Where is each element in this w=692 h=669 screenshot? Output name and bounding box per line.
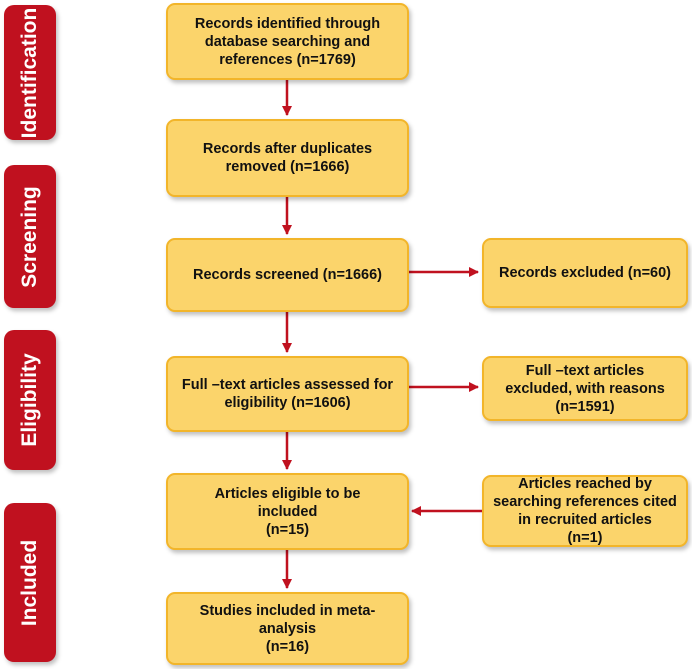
box-text-line: (n=1) (567, 530, 603, 546)
box-text-line: database searching and (204, 33, 371, 50)
box-text-line: Full –text articles (525, 362, 645, 379)
box-text-line: Full –text articles assessed for (181, 377, 394, 393)
box-text-line: (n=16) (265, 638, 310, 655)
box-articles-eligible: Articles eligible to be included (n=15) (166, 473, 409, 550)
box-records-excluded: Records excluded (n=60) (482, 238, 688, 308)
box-text-line: Records after duplicates (202, 141, 373, 157)
stage-eligibility: Eligibility (4, 330, 56, 470)
box-text-line: eligibility (n=1606) (224, 395, 351, 411)
box-text-line: Records identified through (194, 15, 381, 32)
box-text-line: (n=15) (265, 521, 310, 538)
box-fulltext-excluded: Full –text articles excluded, with reaso… (482, 356, 688, 421)
stage-screening: Screening (4, 165, 56, 308)
box-text-line: included (257, 503, 318, 520)
box-text-line: Records screened (n=1666) (193, 267, 382, 283)
box-text-line: Records excluded (n=60) (498, 265, 672, 281)
box-after-duplicates: Records after duplicates removed (n=1666… (166, 119, 409, 197)
box-text-line: in recruited articles (518, 512, 652, 528)
box-text-line: Studies included in meta- (199, 602, 376, 619)
box-text-line: analysis (258, 620, 317, 637)
box-text-line: excluded, with reasons (505, 380, 665, 397)
box-text-line: (n=1591) (555, 398, 615, 415)
box-records-identified: Records identified through database sear… (166, 3, 409, 80)
box-text-line: Articles eligible to be (214, 485, 361, 502)
stage-identification: Identification (4, 5, 56, 140)
box-reached-by-references: Articles reached by searching references… (482, 475, 688, 547)
box-records-screened: Records screened (n=1666) (166, 238, 409, 312)
box-studies-included: Studies included in meta- analysis (n=16… (166, 592, 409, 665)
box-text-line: references (n=1769) (219, 51, 356, 68)
box-text-line: searching references cited (493, 494, 677, 510)
box-text-line: removed (n=1666) (225, 159, 350, 175)
box-fulltext-assessed: Full –text articles assessed for eligibi… (166, 356, 409, 432)
stage-included: Included (4, 503, 56, 662)
box-text-line: Articles reached by (518, 476, 652, 492)
